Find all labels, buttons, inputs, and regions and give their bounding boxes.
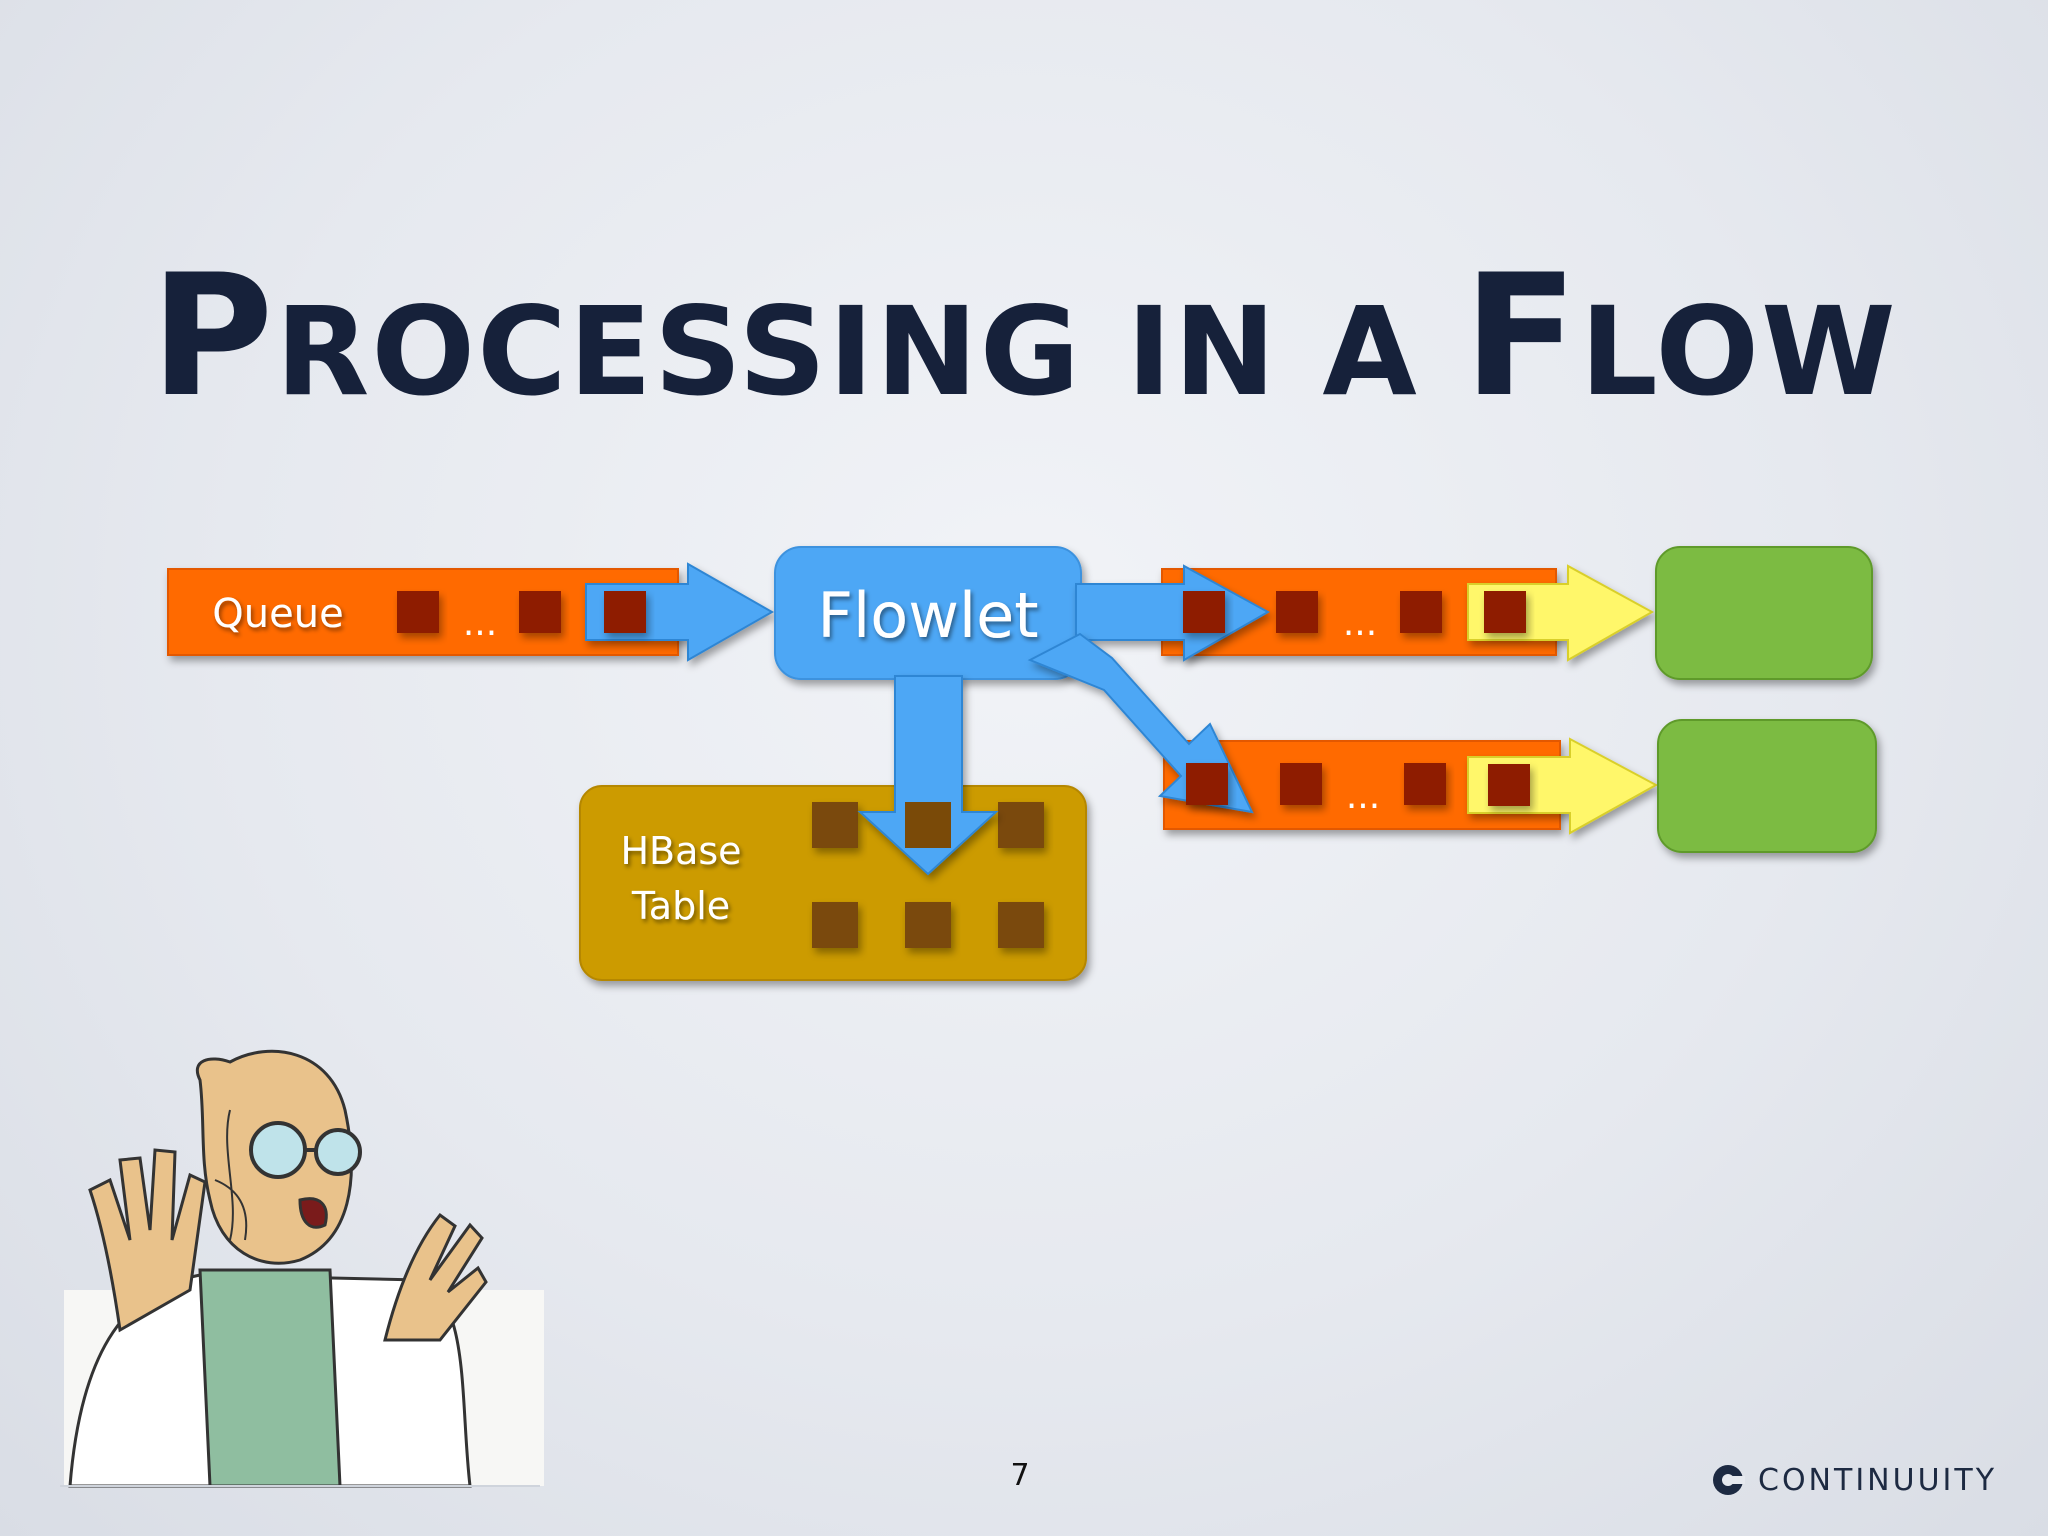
logo-text: CONTINUUITY xyxy=(1758,1462,1998,1498)
queue-item xyxy=(397,591,439,633)
table-write-arrow xyxy=(857,675,999,876)
slide-title: PROCESSING IN A FLOW xyxy=(0,238,2048,434)
title-part-low: LOW xyxy=(1579,281,1898,423)
title-part-rocessing: ROCESSING IN A xyxy=(275,281,1464,423)
output-item xyxy=(1276,591,1318,633)
queue-item-in-transit xyxy=(604,591,646,633)
table-cell xyxy=(998,802,1044,848)
table-cell xyxy=(998,902,1044,948)
table-cell xyxy=(812,802,858,848)
consumer-arrow-bottom xyxy=(1467,737,1659,835)
flowlet-label: Flowlet xyxy=(817,579,1038,652)
consumer-arrow-top xyxy=(1467,564,1655,662)
queue-ellipsis: ... xyxy=(463,603,497,644)
table-cell xyxy=(905,902,951,948)
output-bottom-ellipsis: ... xyxy=(1346,776,1380,817)
output-item xyxy=(1280,763,1322,805)
output-item-dequeued xyxy=(1488,764,1530,806)
title-initial-f: F xyxy=(1463,238,1580,434)
professor-illustration xyxy=(60,1049,544,1488)
consumer-node-bottom xyxy=(1657,719,1877,853)
output-item xyxy=(1183,591,1225,633)
table-cell-being-written xyxy=(905,802,951,848)
queue-label: Queue xyxy=(212,591,343,637)
page-number: 7 xyxy=(1010,1458,1030,1493)
output-top-ellipsis: ... xyxy=(1343,603,1377,644)
queue-item xyxy=(519,591,561,633)
output-item xyxy=(1186,763,1228,805)
input-arrow xyxy=(585,562,775,662)
consumer-node-top xyxy=(1655,546,1873,680)
title-initial-p: P xyxy=(150,238,276,434)
output-arrow-top xyxy=(1075,564,1271,662)
table-label-line2: Table xyxy=(631,884,730,928)
output-item xyxy=(1400,591,1442,633)
output-item-dequeued xyxy=(1484,591,1526,633)
continuuity-logo-icon xyxy=(1713,1465,1745,1495)
table-label-line1: HBase xyxy=(620,829,741,873)
table-cell xyxy=(812,902,858,948)
company-logo: CONTINUUITY xyxy=(1710,1462,1997,1498)
output-item xyxy=(1404,763,1446,805)
